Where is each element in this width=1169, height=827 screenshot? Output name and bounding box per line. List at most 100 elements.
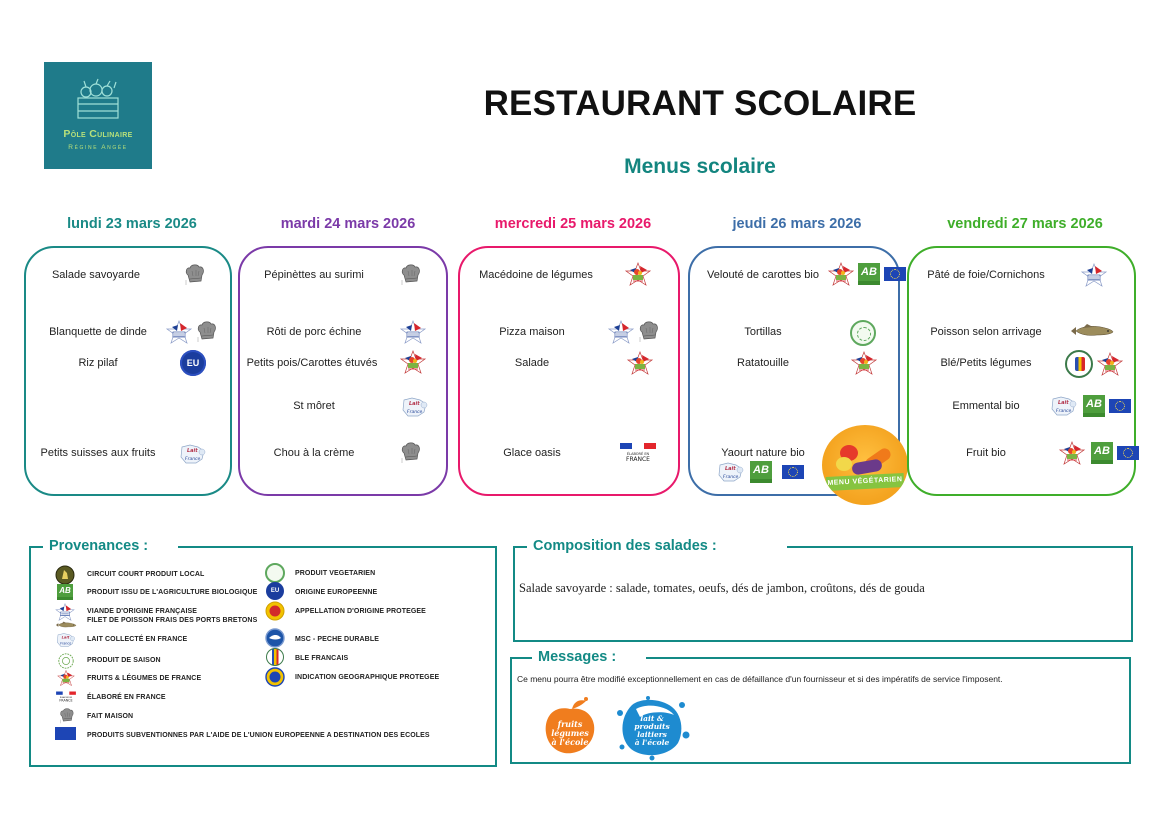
fruits-legumes-france-icon	[851, 351, 877, 375]
menu-item: Pépinèttes au surimi	[264, 269, 364, 281]
menu-item: Blé/Petits légumes	[940, 357, 1032, 369]
day-card-thursday: Velouté de carottes bio AB Tortillas Rat…	[688, 246, 906, 496]
fruits-legumes-france-icon	[57, 669, 75, 687]
pepper-icon	[836, 457, 852, 471]
legend-label: MSC - PECHE DURABLE	[295, 636, 379, 643]
lait-produits-laitiers-ecole-logo: lait & produits laitiers à l'école	[617, 696, 690, 761]
produit-saison-icon	[57, 652, 75, 670]
menu-vegetarien-label: MENU VÉGÉTARIEN	[825, 472, 905, 492]
legend-label: LAIT COLLECTÉ EN FRANCE	[87, 636, 188, 643]
msc-icon	[265, 628, 285, 648]
day-card-tuesday: Pépinèttes au surimi Rôti de porc échine…	[238, 246, 448, 496]
menu-item: Petits suisses aux fruits	[40, 447, 156, 459]
fait-maison-icon	[59, 707, 75, 725]
viande-francaise-icon	[55, 603, 75, 621]
legend-label: VIANDE D'ORIGINE FRANÇAISE	[87, 608, 198, 615]
menu-item: Tortillas	[744, 326, 782, 338]
fruits-legumes-france-icon	[1097, 352, 1123, 376]
agriculture-biologique-icon: AB	[57, 584, 73, 600]
legend-label: PRODUIT VEGETARIEN	[295, 570, 376, 577]
fruits-legumes-france-icon	[400, 350, 426, 374]
fruits-legumes-france-icon	[627, 351, 653, 375]
day-header-friday: vendredi 27 mars 2026	[947, 216, 1103, 232]
ble-francais-icon	[1065, 350, 1093, 378]
viande-francaise-icon	[400, 320, 426, 344]
logo-subname: Régine Angée	[68, 144, 128, 151]
ble-francais-icon	[266, 648, 284, 666]
fait-maison-icon	[400, 441, 422, 465]
fait-maison-icon	[196, 320, 218, 344]
viande-francaise-icon	[166, 320, 192, 344]
legend-label: APPELLATION D'ORIGINE PROTEGEE	[295, 608, 426, 615]
logo-name: Pôle Culinaire	[63, 128, 133, 140]
menu-item: Blanquette de dinde	[49, 326, 147, 338]
eggplant-icon	[851, 458, 883, 476]
menu-item: Petits pois/Carottes étuvés	[246, 357, 378, 369]
fruits-legumes-france-icon	[1059, 441, 1085, 465]
composition-panel: Composition des salades : Salade savoyar…	[513, 538, 1133, 642]
pole-culinaire-logo: Pôle Culinaire Régine Angée	[44, 62, 152, 169]
menu-item: Pizza maison	[499, 326, 565, 338]
agriculture-biologique-icon: AB	[1083, 395, 1105, 417]
legend-label: CIRCUIT COURT PRODUIT LOCAL	[87, 571, 205, 578]
legend-label: PRODUITS SUBVENTIONNES PAR L'AIDE DE L'U…	[87, 732, 430, 739]
day-header-thursday: jeudi 26 mars 2026	[732, 216, 862, 232]
vegetable-crate-icon	[77, 78, 119, 119]
lait-france-icon	[400, 396, 430, 418]
menu-item: Macédoine de légumes	[479, 269, 593, 281]
fait-maison-icon	[184, 263, 206, 287]
svg-text:légumes: légumes	[551, 728, 589, 738]
messages-panel: Messages : Ce menu pourra être modifié e…	[510, 649, 1131, 764]
composition-title: Composition des salades :	[527, 538, 787, 554]
fruits-legumes-ecole-logo: fruits légumes à l'école	[545, 697, 595, 754]
union-europeenne-icon	[55, 727, 76, 740]
page-title: RESTAURANT SCOLAIRE	[483, 84, 917, 123]
menu-item: Velouté de carottes bio	[707, 269, 819, 281]
fait-maison-icon	[400, 263, 422, 287]
menu-item: Rôti de porc échine	[266, 326, 362, 338]
agriculture-biologique-icon: AB	[1091, 442, 1113, 464]
lait-france-icon	[178, 443, 208, 465]
elabore-france-icon	[55, 690, 77, 704]
menu-item: St môret	[293, 400, 335, 412]
composition-text: Salade savoyarde : salade, tomates, oeuf…	[519, 581, 925, 595]
svg-text:lait &: lait &	[640, 714, 664, 723]
svg-text:produits: produits	[634, 722, 670, 731]
legend-label: FAIT MAISON	[87, 713, 134, 720]
fait-maison-icon	[638, 320, 660, 344]
day-header-monday: lundi 23 mars 2026	[67, 216, 197, 232]
menu-item: Salade	[514, 357, 550, 369]
menu-item: Poisson selon arrivage	[930, 326, 1042, 338]
legend-label: ÉLABORÉ EN FRANCE	[87, 694, 166, 701]
legend-label: PRODUIT ISSU DE L'AGRICULTURE BIOLOGIQUE	[87, 589, 258, 596]
menu-item: Yaourt nature bio	[721, 447, 805, 459]
messages-title: Messages :	[532, 649, 647, 665]
page-subtitle: Menus scolaire	[624, 155, 776, 178]
produit-vegetarien-icon	[850, 320, 876, 346]
lait-france-icon	[55, 632, 77, 648]
menu-item: Riz pilaf	[78, 357, 118, 369]
agriculture-biologique-icon: AB	[858, 263, 880, 285]
origine-europeenne-icon: EU	[180, 350, 206, 376]
viande-francaise-icon	[1081, 263, 1107, 287]
origine-europeenne-icon: EU	[266, 582, 284, 600]
day-header-tuesday: mardi 24 mars 2026	[280, 216, 416, 232]
aop-icon	[265, 601, 285, 621]
agriculture-biologique-icon: AB	[750, 461, 772, 483]
fruits-legumes-france-icon	[625, 262, 651, 286]
produit-vegetarien-icon	[265, 563, 285, 583]
lait-france-icon	[716, 461, 746, 483]
menu-item: Chou à la crème	[273, 447, 355, 459]
messages-text: Ce menu pourra être modifié exceptionnel…	[517, 674, 1003, 684]
legend-label: ORIGINE EUROPEENNE	[295, 589, 378, 596]
legend-label: INDICATION GEOGRAPHIQUE PROTEGEE	[295, 674, 440, 681]
legend-label: FILET DE POISSON FRAIS DES PORTS BRETONS	[87, 617, 258, 624]
legend-label: FRUITS & LÉGUMES DE FRANCE	[87, 675, 202, 682]
menu-item: Fruit bio	[966, 447, 1006, 459]
union-europeenne-icon	[1117, 446, 1139, 460]
igp-icon	[265, 667, 285, 687]
union-europeenne-icon	[782, 465, 804, 479]
union-europeenne-icon	[884, 267, 906, 281]
provenances-panel: Provenances : CIRCUIT COURT PRODUIT LOCA…	[29, 538, 497, 767]
day-card-monday: Salade savoyarde Blanquette de dinde Riz…	[24, 246, 232, 496]
